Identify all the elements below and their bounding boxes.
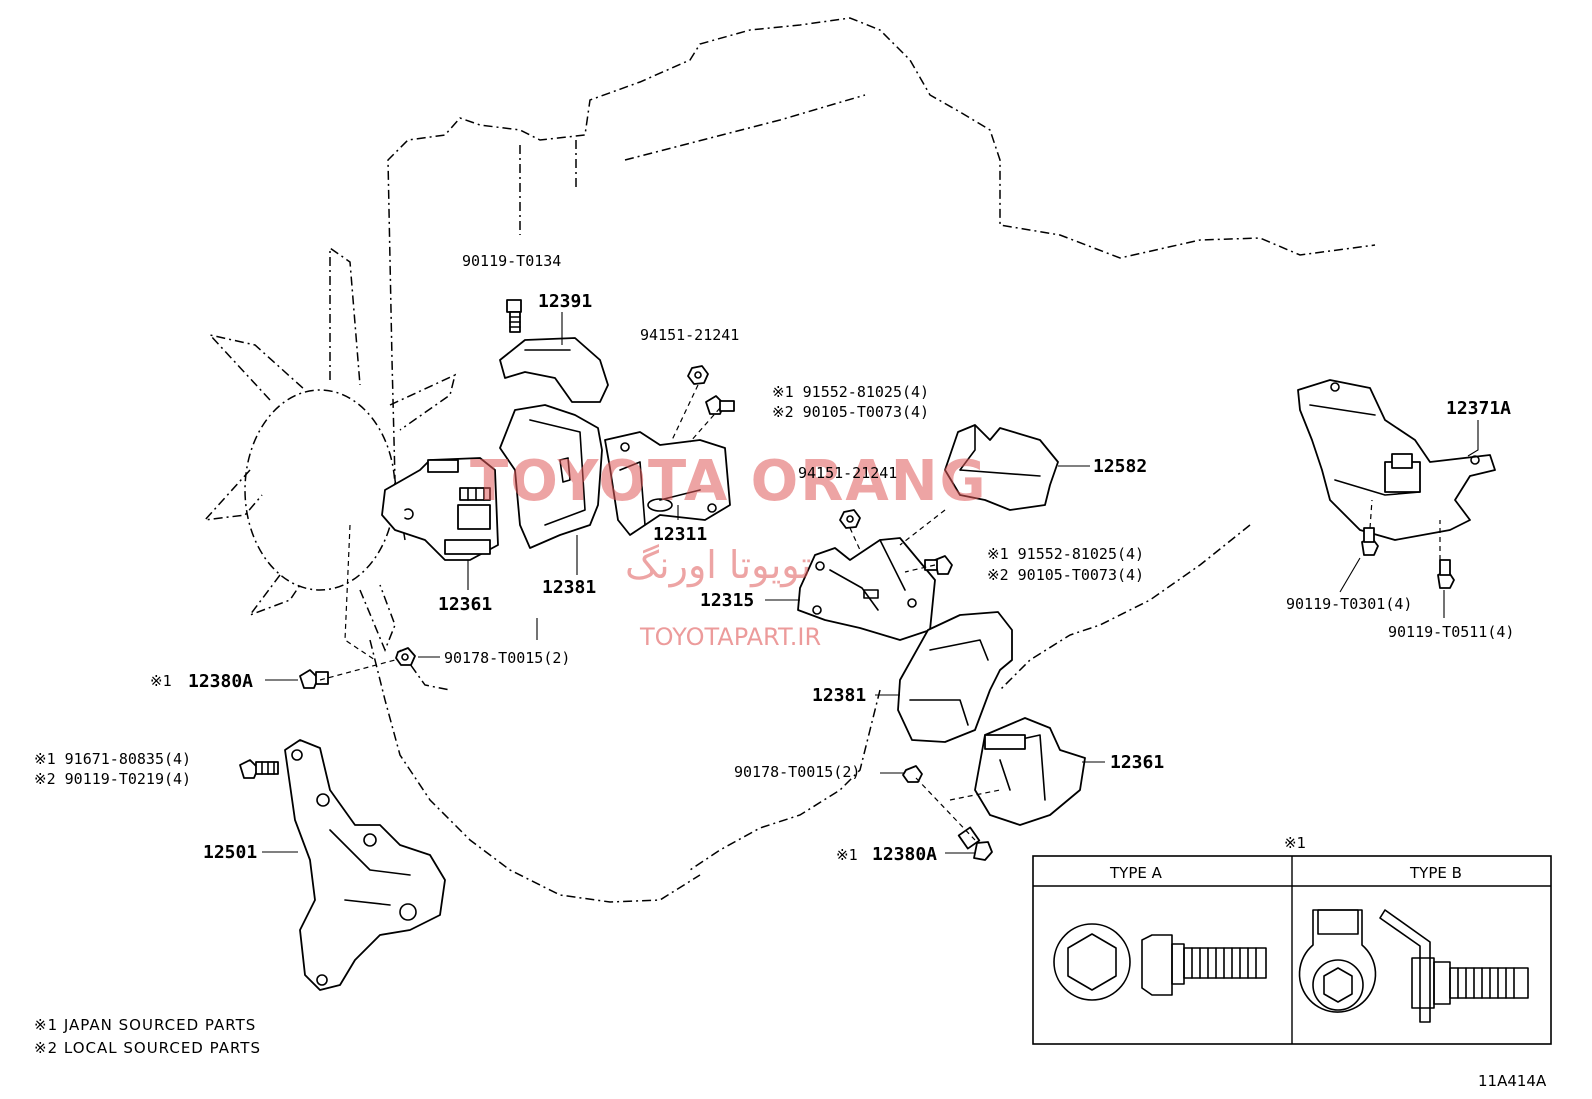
leader-lines: [262, 312, 1479, 854]
nut-90178-T0015-left-shape: [395, 647, 416, 666]
figure-code: 11A414A: [1478, 1072, 1547, 1090]
label-12361-right: 12361: [1110, 752, 1164, 773]
label-bolt-top-2: ※2 90105-T0073(4): [772, 403, 929, 421]
inset-mark: ※1: [1284, 834, 1306, 852]
part-12311-shape: [604, 431, 731, 536]
fan-outline: [203, 246, 457, 691]
label-bolt-left-1: ※1 91671-80835(4): [34, 750, 191, 768]
note-local-sourced: ※2 LOCAL SOURCED PARTS: [34, 1039, 261, 1057]
label-90119-T0301: 90119-T0301(4): [1286, 595, 1412, 613]
label-12381-right: 12381: [812, 685, 866, 706]
bolt-90119-T0301-shape: [1361, 527, 1379, 556]
part-12381-left-shape: [499, 404, 603, 549]
label-90119-T0511: 90119-T0511(4): [1388, 623, 1514, 641]
bolt-type-inset: ※1 TYPE A TYPE B: [1032, 834, 1552, 1045]
label-94151-21241-top: 94151-21241: [640, 326, 739, 344]
part-12361-right-shape: [974, 717, 1086, 826]
inset-type-a: TYPE A: [1109, 864, 1163, 882]
label-12381-left: 12381: [542, 577, 596, 598]
watermark-persian: تویوتا اورنگ: [625, 543, 812, 588]
label-bolt-mid-2: ※2 90105-T0073(4): [987, 566, 1144, 584]
label-94151-21241-mid: 94151-21241: [798, 464, 897, 482]
part-12381-right-shape: [897, 611, 1013, 743]
label-12380A-left: 12380A: [188, 671, 253, 692]
watermark-site: TOYOTAPART.IR: [639, 623, 821, 651]
type-b-bolt-drawing: [1298, 909, 1529, 1023]
bolt-12380A-left-shape: [299, 669, 329, 689]
label-12391: 12391: [538, 291, 592, 312]
bolt-top-shape: [705, 395, 735, 415]
part-12582-shape: [944, 424, 1059, 511]
label-bolt-left-2: ※2 90119-T0219(4): [34, 770, 191, 788]
engine-outline: [369, 17, 1376, 903]
part-12501-shape: [284, 739, 446, 991]
label-bolt-mid-1: ※1 91552-81025(4): [987, 545, 1144, 563]
note-japan-sourced: ※1 JAPAN SOURCED PARTS: [34, 1016, 256, 1034]
bolt-90119-T0134-shape: [506, 299, 522, 333]
label-12311: 12311: [653, 524, 707, 545]
label-12371A: 12371A: [1446, 398, 1511, 419]
type-a-bolt-drawing: [1053, 923, 1267, 1001]
bolt-91671-left-shape: [239, 759, 279, 779]
label-90178-T0015-left: 90178-T0015(2): [444, 649, 570, 667]
bolt-90119-T0511-shape: [1437, 559, 1455, 589]
part-12391-shape: [499, 337, 609, 403]
label-12315: 12315: [700, 590, 754, 611]
bolt-mid-shape: [924, 555, 953, 575]
label-12501: 12501: [203, 842, 257, 863]
nut-90178-T0015-right-shape: [902, 765, 923, 783]
inset-type-b: TYPE B: [1409, 864, 1462, 882]
label-90178-T0015-right: 90178-T0015(2): [734, 763, 860, 781]
part-12315-shape: [797, 537, 936, 641]
watermark-brand: TOYOTA ORANG: [470, 449, 988, 514]
part-12361-left-shape: [381, 457, 499, 561]
nut-94151-21241-top-shape: [687, 365, 709, 385]
bolt-12380A-right-shape: [957, 826, 993, 861]
label-bolt-top-1: ※1 91552-81025(4): [772, 383, 929, 401]
label-12582: 12582: [1093, 456, 1147, 477]
label-12380A-right-mark: ※1: [836, 846, 858, 864]
label-90119-T0134: 90119-T0134: [462, 252, 561, 270]
part-12371A-shape: [1297, 379, 1496, 541]
assembly-lines: [319, 384, 1441, 841]
label-12380A-left-mark: ※1: [150, 672, 172, 690]
label-12380A-right: 12380A: [872, 844, 937, 865]
label-12361-left: 12361: [438, 594, 492, 615]
nut-94151-21241-mid-shape: [839, 509, 861, 529]
